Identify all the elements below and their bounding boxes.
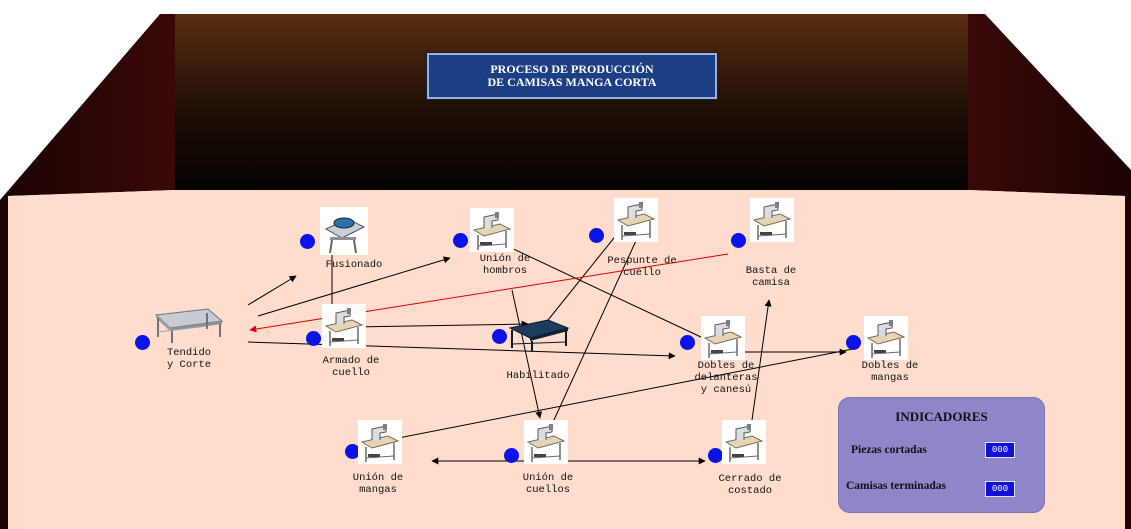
station-label-habilitado: Habilitado bbox=[506, 370, 570, 382]
sewing-machine-icon bbox=[614, 198, 658, 242]
station-dot-dobles-delanteras[interactable] bbox=[680, 335, 695, 350]
fusing-press-icon bbox=[320, 207, 368, 255]
station-dot-fusionado[interactable] bbox=[300, 234, 315, 249]
station-dot-union-cuellos[interactable] bbox=[504, 448, 519, 463]
station-dot-dobles-mangas[interactable] bbox=[846, 335, 861, 350]
arrow-cerrado-basta bbox=[751, 299, 772, 421]
finishing-table-icon bbox=[508, 319, 570, 351]
station-dot-habilitado[interactable] bbox=[492, 329, 507, 344]
indicators-panel: INDICADORES Piezas cortadas 000 Camisas … bbox=[838, 397, 1045, 513]
arrow-armado-habilitado bbox=[351, 320, 529, 331]
right-wall bbox=[968, 14, 1131, 529]
arrow-tendido-fusionado bbox=[247, 275, 297, 306]
station-dot-union-mangas[interactable] bbox=[345, 444, 360, 459]
station-label-pespunte: Pespunte de cuello bbox=[607, 255, 677, 279]
station-label-dobles-delanteras: Dobles de delanteras y canesú bbox=[694, 360, 758, 396]
station-label-basta: Basta de camisa bbox=[745, 265, 797, 289]
shirts-done-label: Camisas terminadas bbox=[846, 480, 946, 492]
sewing-machine-icon bbox=[750, 198, 794, 242]
sewing-machine-icon bbox=[524, 420, 568, 464]
arrow-dobles-mangas-union-mangas bbox=[377, 347, 859, 445]
station-label-tendido: Tendido y Corte bbox=[166, 347, 212, 371]
arrow-dobles-union-hombros bbox=[489, 237, 719, 346]
arrow-pespunte-union-cuellos bbox=[547, 231, 641, 434]
arrow-tendido-union-hombros bbox=[257, 256, 451, 317]
sewing-machine-icon bbox=[470, 208, 514, 252]
station-label-union-mangas: Unión de mangas bbox=[352, 472, 404, 496]
left-wall bbox=[0, 14, 175, 529]
pieces-cut-label: Piezas cortadas bbox=[851, 444, 927, 456]
station-label-fusionado: Fusionado bbox=[325, 259, 383, 271]
station-label-cerrado: Cerrado de costado bbox=[718, 473, 782, 497]
sewing-machine-icon bbox=[322, 304, 366, 348]
station-dot-cerrado[interactable] bbox=[708, 448, 723, 463]
station-dot-tendido[interactable] bbox=[135, 335, 150, 350]
station-label-dobles-mangas: Dobles de mangas bbox=[861, 360, 919, 384]
title-line-1: PROCESO DE PRODUCCIÓN bbox=[490, 62, 654, 76]
station-label-armado: Armado de cuello bbox=[322, 355, 380, 379]
sewing-machine-icon bbox=[358, 420, 402, 464]
station-dot-armado[interactable] bbox=[306, 331, 321, 346]
station-label-union-hombros: Unión de hombros bbox=[479, 253, 531, 277]
arrow-union-hombros-union-cuellos bbox=[511, 289, 543, 419]
station-dot-basta[interactable] bbox=[731, 233, 746, 248]
title-line-2: DE CAMISAS MANGA CORTA bbox=[487, 75, 657, 89]
process-title: PROCESO DE PRODUCCIÓN DE CAMISAS MANGA C… bbox=[427, 53, 717, 99]
back-wall bbox=[175, 14, 968, 190]
station-dot-union-hombros[interactable] bbox=[453, 233, 468, 248]
station-dot-pespunte[interactable] bbox=[589, 228, 604, 243]
sewing-machine-icon bbox=[722, 420, 766, 464]
indicators-title: INDICADORES bbox=[895, 409, 988, 424]
cutting-table-icon bbox=[154, 308, 224, 343]
arrow-tendido-dobles-delanteras bbox=[247, 341, 676, 360]
sewing-machine-icon bbox=[701, 316, 745, 360]
pieces-cut-counter: 000 bbox=[985, 442, 1015, 458]
station-label-union-cuellos: Unión de cuellos bbox=[522, 472, 574, 496]
sewing-machine-icon bbox=[864, 316, 908, 360]
shirts-done-counter: 000 bbox=[985, 481, 1015, 497]
